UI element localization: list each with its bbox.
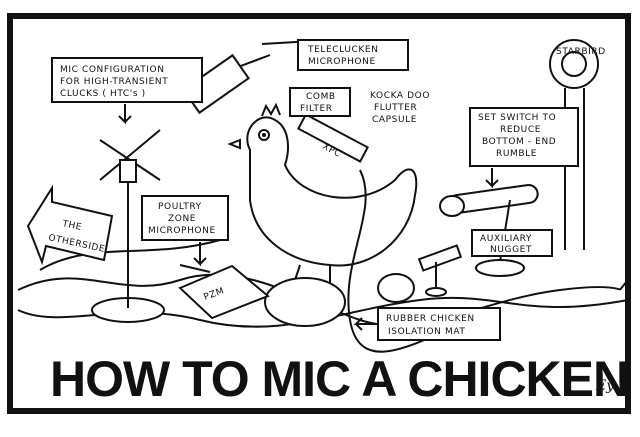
- comb-filter-line-2: FILTER: [300, 104, 333, 114]
- otherside-sign: THE OTHERSIDE: [26, 184, 114, 266]
- poultry-line-1: POULTRY: [158, 202, 202, 212]
- rumble-switch-label: SET SWITCH TO REDUCE BOTTOM - END RUMBLE: [469, 107, 579, 189]
- chicken: [227, 102, 418, 327]
- teleclucken-line-1: TELECLUCKEN: [307, 45, 379, 55]
- floor-cable-3: [39, 239, 221, 271]
- mic-config-line-2: FOR HIGH-TRANSIENT: [60, 77, 168, 87]
- auxiliary-nugget-label: AUXILIARY NUGGET: [471, 229, 553, 257]
- teleclucken-label: TELECLUCKEN MICROPHONE: [297, 39, 409, 71]
- poultry-line-3: MICROPHONE: [148, 226, 216, 236]
- comb-filter-label: COMB FILTER: [289, 87, 351, 117]
- htc-mic-stand: [91, 129, 165, 323]
- signature: Ey: [595, 378, 615, 394]
- poultry-line-2: ZONE: [168, 214, 196, 224]
- otherside-line-1: THE: [60, 219, 82, 233]
- kockadoo-line-1: KOCKA DOO: [370, 91, 430, 101]
- mic-configuration-label: MIC CONFIGURATION FOR HIGH-TRANSIENT CLU…: [51, 57, 203, 125]
- switch-line-1: SET SWITCH TO: [478, 113, 556, 123]
- title: HOW TO MIC A CHICKEN: [50, 351, 628, 407]
- mic-config-line-3: CLUCKS ( HTC's ): [60, 89, 146, 99]
- teleclucken-line-2: MICROPHONE: [308, 57, 376, 67]
- switch-line-3: BOTTOM - END: [482, 137, 556, 147]
- auxiliary-line-1: AUXILIARY: [480, 234, 532, 244]
- mic-config-line-1: MIC CONFIGURATION: [60, 65, 165, 75]
- auxiliary-line-2: NUGGET: [490, 245, 532, 255]
- rubber-line-2: ISOLATION MAT: [388, 327, 465, 337]
- kockadoo-label: KOCKA DOO FLUTTER CAPSULE: [370, 91, 430, 125]
- starbird-stand: STARBIRD: [549, 39, 606, 250]
- kockadoo-line-3: CAPSULE: [372, 115, 417, 125]
- starbird-text: STARBIRD: [556, 47, 606, 57]
- auxiliary-nugget-mic: [417, 244, 463, 297]
- kockadoo-line-2: FLUTTER: [374, 103, 417, 113]
- rubber-chicken-label: RUBBER CHICKEN ISOLATION MAT: [353, 307, 501, 341]
- switch-line-2: REDUCE: [500, 125, 541, 135]
- rubber-line-1: RUBBER CHICKEN: [386, 314, 475, 324]
- egg: [377, 273, 415, 303]
- comb-filter-line-1: COMB: [306, 92, 336, 102]
- poultry-zone-label: POULTRY ZONE MICROPHONE: [141, 195, 229, 267]
- switch-line-4: RUMBLE: [496, 149, 537, 159]
- pzm-plate: PZM: [178, 264, 270, 320]
